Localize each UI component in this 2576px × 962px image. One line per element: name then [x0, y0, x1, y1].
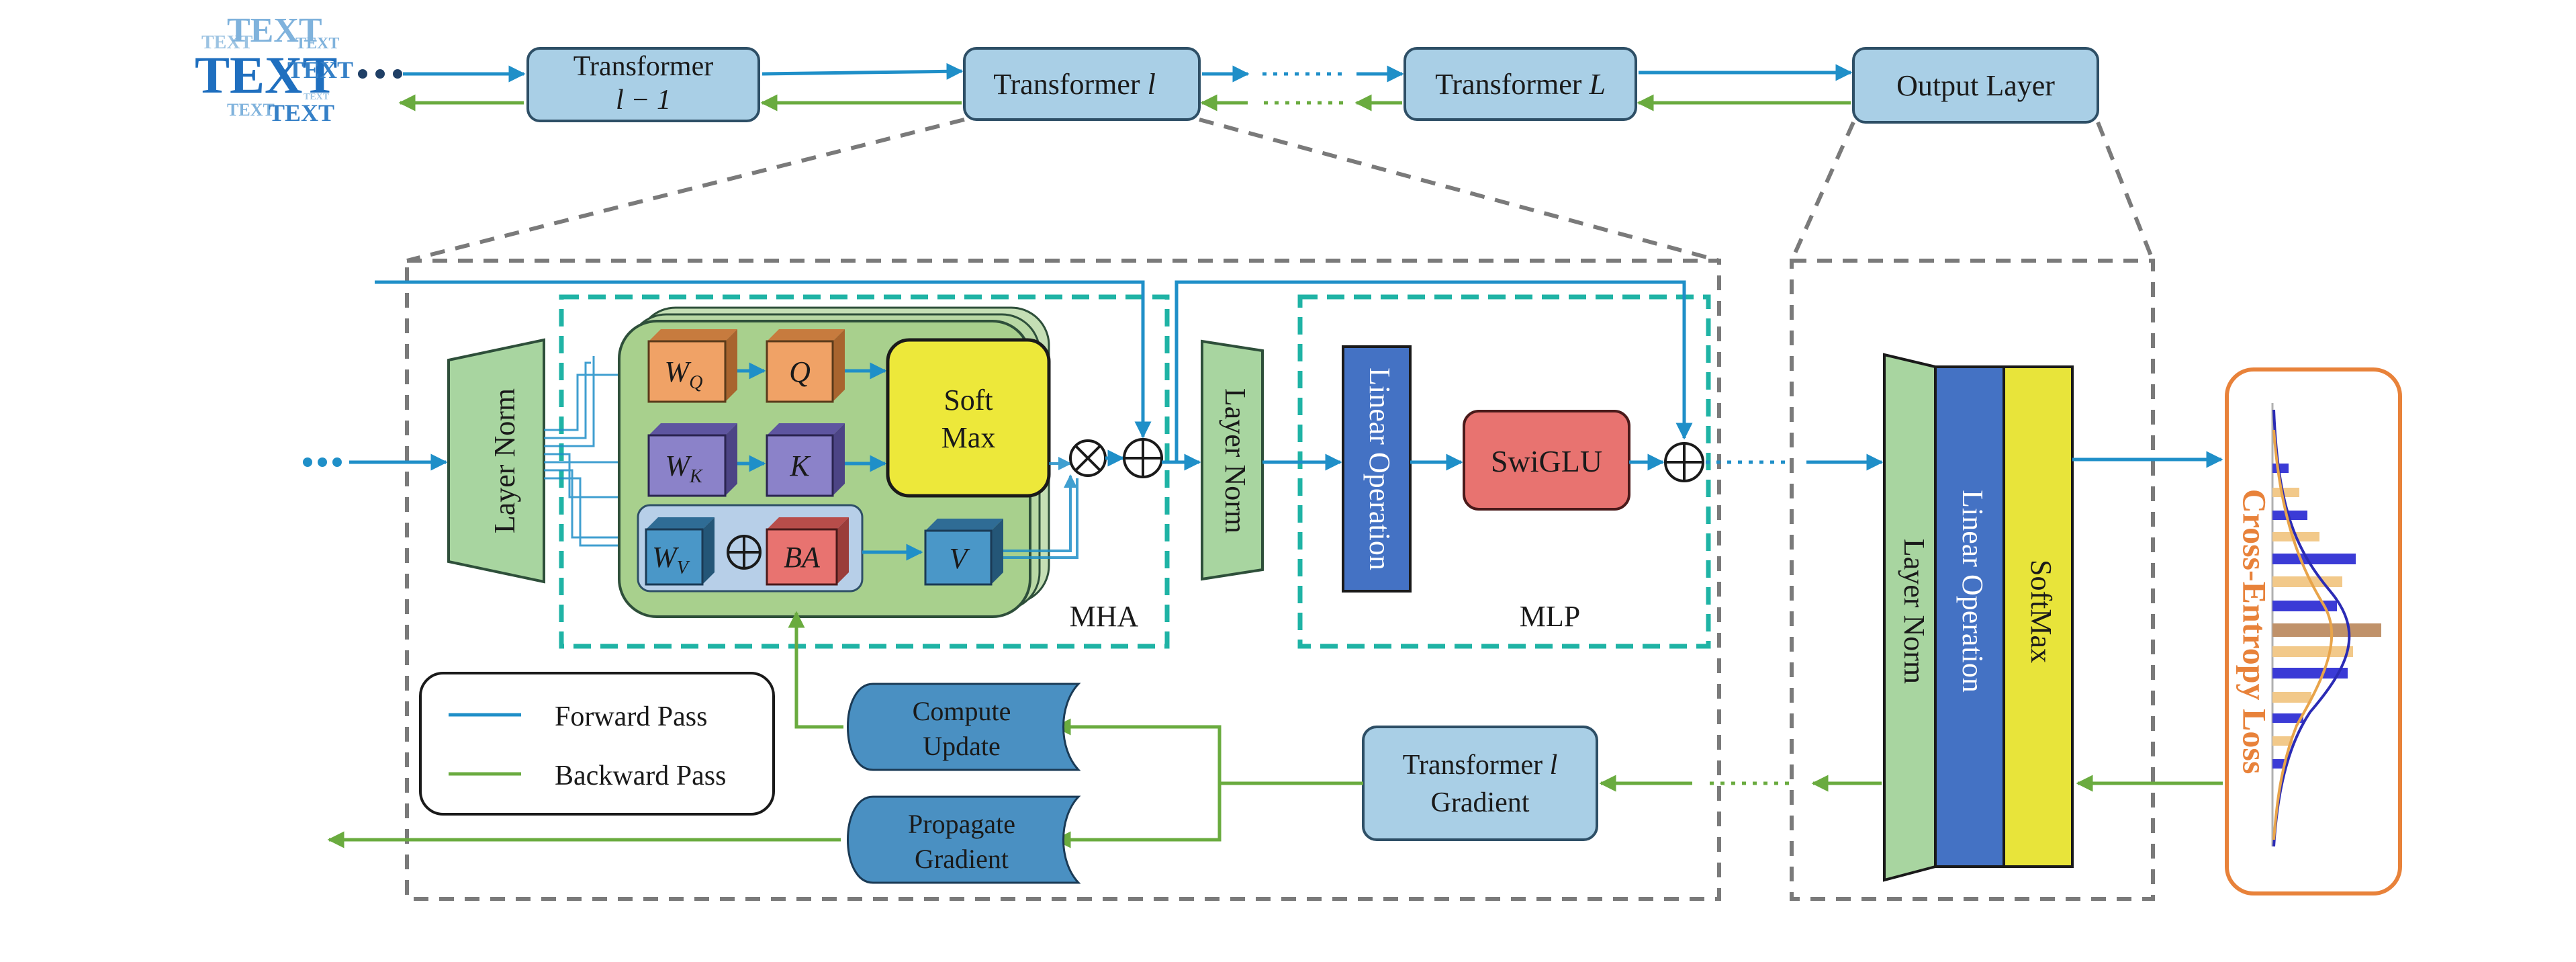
input-text-cloud: TEXT TEXT TEXT TEXT TEXT TEXT TEXT TEXT: [195, 11, 353, 126]
mha-label: MHA: [1070, 600, 1139, 633]
wk-cube: WK: [647, 423, 737, 497]
legend-forward-label: Forward Pass: [555, 701, 708, 732]
output-softmax-label: SoftMax: [2025, 560, 2058, 663]
top-forward-arrows: [403, 62, 1853, 83]
propagate-gradient-line2: Gradient: [915, 844, 1009, 874]
text-cloud-word: TEXT: [287, 56, 353, 83]
output-layer-block: Output Layer: [1852, 47, 2099, 124]
text-cloud-word: TEXT: [304, 92, 330, 102]
compute-update-box: Compute Update: [847, 683, 1081, 771]
wk-label: W: [665, 449, 692, 482]
k-cube: K: [766, 423, 845, 497]
v-label: V: [950, 542, 971, 575]
ba-label: BA: [784, 541, 821, 574]
ba-cube: BA: [766, 517, 849, 586]
svg-text:WK: WK: [665, 449, 703, 487]
wq-subscript: Q: [689, 372, 702, 393]
layer-norm-1-label: Layer Norm: [488, 388, 521, 533]
mlp-linear-operation: Linear Operation: [1342, 345, 1412, 593]
transformer-prev-index: l − 1: [616, 85, 671, 116]
text-cloud-word: TEXT: [227, 100, 275, 120]
residual-connections: [375, 280, 1693, 462]
output-detail-frame: [1790, 259, 2155, 901]
mlp-linear-operation-label: Linear Operation: [1363, 367, 1396, 570]
cross-entropy-loss-panel: Cross-Entropy Loss: [2225, 367, 2402, 895]
loss-curve-blue: [2272, 409, 2351, 847]
gradient-split-lines: [1054, 718, 1363, 848]
layer-norm-1: Layer Norm: [447, 338, 545, 584]
wv-cube: WV: [645, 517, 715, 586]
loss-label: Cross-Entropy Loss: [2236, 489, 2274, 775]
text-cloud-word: TEXT: [195, 46, 337, 104]
loss-curve-orange: [2272, 429, 2334, 840]
softmax-label-line2: Max: [941, 421, 996, 454]
transformer-gradient-index: l: [1550, 750, 1558, 781]
transformer-last-index: L: [1588, 68, 1605, 101]
softmax-box: Soft Max: [886, 338, 1051, 498]
output-linear-operation-label: Linear Operation: [1956, 490, 1989, 693]
output-softmax: SoftMax: [2003, 365, 2074, 868]
wk-subscript: K: [689, 466, 703, 487]
transformer-gradient-label-line2: Gradient: [1431, 787, 1530, 818]
transformer-current-index: l: [1148, 68, 1156, 101]
update-to-mha-arrow: [788, 611, 843, 729]
transformer-last-block: Transformer L: [1404, 47, 1637, 121]
q-label: Q: [789, 355, 811, 388]
q-cube: Q: [766, 329, 845, 403]
transformer-current-label: Transformer: [993, 68, 1140, 101]
transformer-detail-frame: [405, 259, 1721, 901]
v-cube: V: [924, 519, 1003, 586]
mha-frame: [559, 294, 1170, 649]
svg-text:WV: WV: [652, 541, 690, 578]
mlp-frame: [1297, 294, 1711, 649]
mlp-residual-add-icon: [1664, 442, 1704, 482]
text-cloud-word: TEXT: [201, 32, 253, 53]
svg-text:Transformer l: Transformer l: [1403, 750, 1558, 781]
text-cloud-word: TEXT: [227, 11, 322, 50]
entry-ellipsis: [303, 457, 342, 467]
k-label: K: [789, 449, 811, 482]
transformer-gradient-box: Transformer l Gradient: [1362, 726, 1598, 841]
multiply-icon: [1069, 439, 1107, 477]
output-layer-norm: Layer Norm: [1883, 353, 1937, 882]
compute-update-line1: Compute: [913, 696, 1011, 726]
transformer-last-label: Transformer: [1435, 68, 1582, 101]
layer-norm-2-label: Layer Norm: [1219, 388, 1252, 533]
propagate-gradient-line1: Propagate: [908, 809, 1015, 839]
transformer-prev-label: Transformer: [573, 51, 713, 82]
transformer-gradient-label: Transformer: [1403, 750, 1543, 781]
attention-combine-arrows: [1003, 457, 1078, 559]
propagate-gradient-box: Propagate Gradient: [847, 795, 1081, 884]
swiglu-box: SwiGLU: [1463, 410, 1630, 511]
legend: Forward Pass Backward Pass: [419, 672, 775, 816]
output-layer-label: Output Layer: [1896, 69, 2055, 102]
lora-plus-icon: [727, 535, 762, 570]
zoom-lines: [406, 118, 2155, 263]
layer-norm-2: Layer Norm: [1201, 339, 1264, 581]
legend-backward-label: Backward Pass: [555, 760, 726, 791]
wq-label: W: [665, 355, 692, 388]
softmax-label-line1: Soft: [944, 384, 993, 417]
svg-text:Transformer l: Transformer l: [993, 68, 1156, 101]
ln1-fanout: [544, 356, 645, 551]
mlp-label: MLP: [1520, 600, 1580, 633]
wv-label: W: [652, 541, 679, 574]
input-ellipsis: [358, 69, 402, 79]
wq-cube: WQ: [647, 329, 737, 403]
wv-subscript: V: [677, 558, 690, 578]
transformer-prev-block: Transformer l − 1: [526, 47, 760, 122]
text-cloud-word: TEXT: [269, 99, 334, 126]
transformer-current-block: Transformer l: [963, 47, 1201, 121]
svg-text:Transformer L: Transformer L: [1435, 68, 1606, 101]
output-linear-operation: Linear Operation: [1934, 365, 2005, 868]
svg-text:WQ: WQ: [665, 355, 703, 393]
text-cloud-word: TEXT: [295, 35, 339, 52]
swiglu-label: SwiGLU: [1491, 444, 1602, 478]
mha-residual-add-icon: [1123, 438, 1163, 478]
compute-update-line2: Update: [923, 731, 1001, 761]
output-layer-norm-label: Layer Norm: [1898, 539, 1931, 684]
